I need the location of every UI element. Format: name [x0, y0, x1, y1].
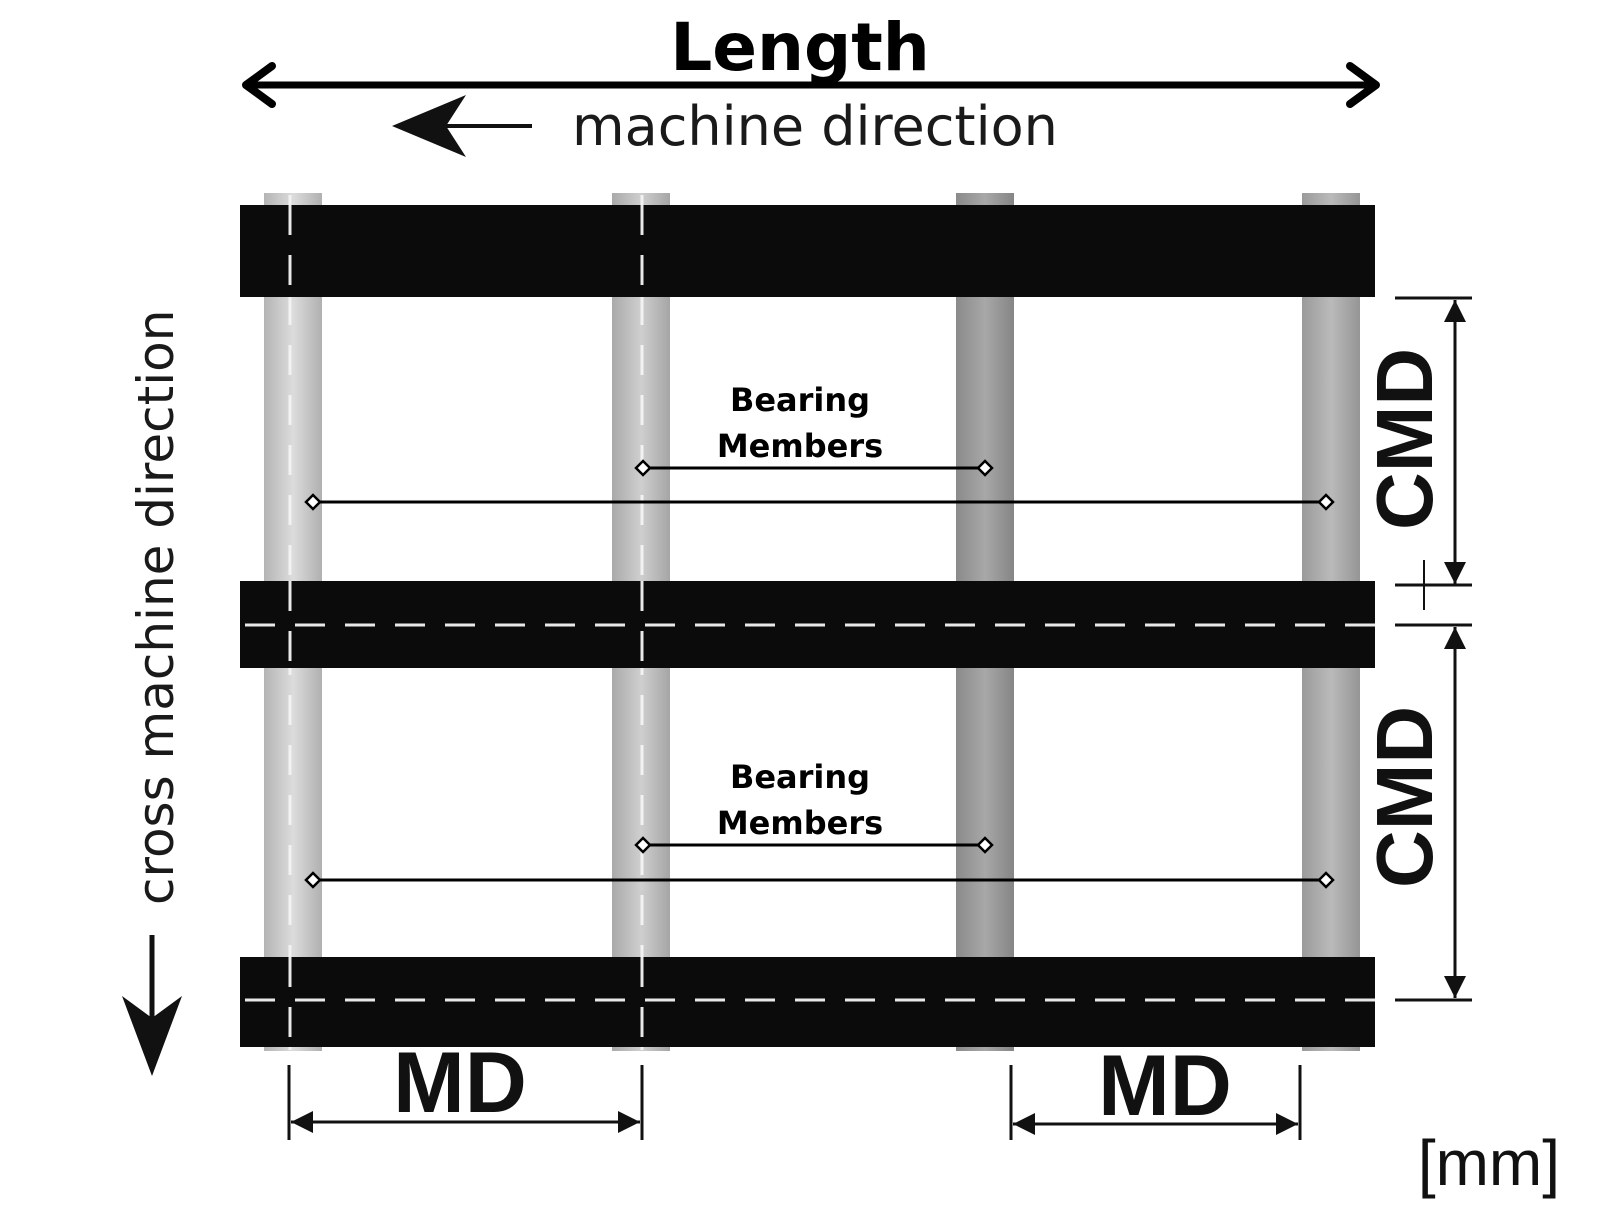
title-length: Length [670, 9, 930, 86]
transverse-bar-1 [240, 205, 1375, 297]
cmd-label-lower: CMD [1360, 706, 1449, 888]
bearing-span-upper-short [634, 459, 994, 477]
bearing-members-label-upper-line1: Bearing [730, 381, 870, 419]
md-dimension-right [1009, 1065, 1302, 1140]
arrow-down-icon [122, 935, 182, 1076]
cross-machine-direction-label: cross machine direction [127, 310, 185, 905]
bearing-span-lower-long [304, 871, 1335, 889]
md-label-left: MD [393, 1035, 527, 1131]
md-dimension-left [287, 1065, 644, 1140]
unit-label: [mm] [1418, 1127, 1560, 1199]
cmd-label-upper: CMD [1360, 348, 1449, 530]
bearing-members-label-lower-line1: Bearing [730, 758, 870, 796]
machine-direction-label: machine direction [572, 95, 1058, 158]
transverse-bar-3 [240, 957, 1375, 1047]
cmd-dimension-upper [1395, 296, 1472, 610]
bearing-span-lower-short [634, 836, 994, 854]
bearing-span-upper-long [304, 493, 1335, 511]
md-label-right: MD [1098, 1038, 1232, 1134]
bearing-members-label-upper-line2: Members [717, 427, 883, 465]
bar-centerlines [245, 205, 1380, 1047]
bearing-members-label-lower-line2: Members [717, 804, 883, 842]
double-arrow-icon [242, 62, 1380, 108]
arrow-left-icon [392, 95, 532, 157]
cmd-dimension-lower [1395, 623, 1472, 1002]
